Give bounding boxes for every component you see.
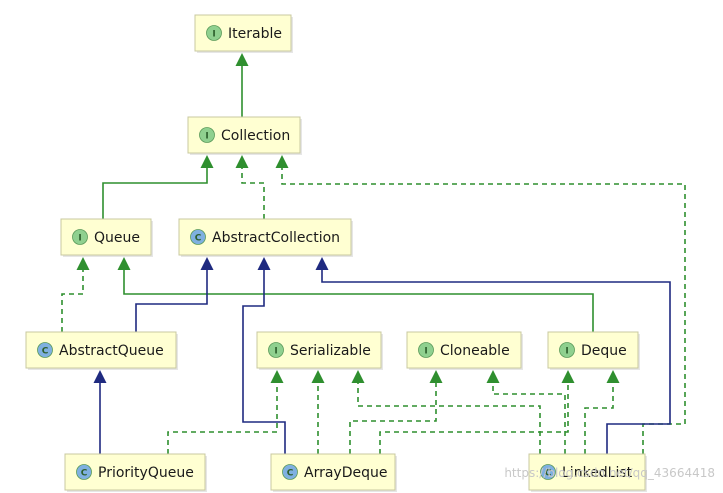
node-cloneable[interactable]: I Cloneable (406, 331, 523, 370)
node-label: Iterable (228, 26, 282, 42)
edge-priorityqueue-to-serializable (167, 370, 284, 454)
node-abstractcollection[interactable]: C AbstractCollection (178, 218, 353, 257)
node-label: LinkedList (562, 465, 633, 481)
badge-letter: I (424, 346, 427, 356)
node-label: Serializable (290, 343, 371, 359)
edge-line (167, 382, 278, 454)
edge-queue-to-collection (102, 155, 214, 219)
interface-icon: I (206, 25, 222, 41)
badge-letter: I (212, 29, 215, 39)
edge-abstractcollection-to-collection (235, 155, 265, 219)
edge-line (281, 167, 686, 454)
node-box (178, 218, 352, 256)
node-arraydeque[interactable]: C ArrayDeque (270, 453, 397, 492)
badge-letter: I (565, 346, 568, 356)
node-label: Deque (581, 343, 627, 359)
edge-line (135, 269, 208, 332)
edge-collection-to-iterable (235, 53, 249, 117)
node-linkedlist[interactable]: C LinkedList (528, 453, 647, 492)
badge-letter: I (78, 233, 81, 243)
arrowhead (311, 370, 325, 383)
node-label: ArrayDeque (304, 465, 387, 481)
edge-line (379, 382, 569, 454)
arrowhead (76, 257, 90, 270)
arrowhead (257, 257, 271, 270)
arrowhead (486, 370, 500, 383)
edge-deque-to-queue (117, 257, 594, 332)
edge-linkedlist-to-abstractcollection (315, 257, 671, 454)
edge-line (321, 269, 671, 454)
badge-letter: C (195, 233, 202, 243)
node-box (256, 331, 382, 369)
edge-line (61, 269, 84, 332)
edges-layer (61, 53, 686, 454)
class-icon: C (282, 464, 298, 480)
edge-line (349, 382, 437, 454)
node-label: Queue (94, 230, 140, 246)
edge-line (242, 269, 286, 454)
interface-icon: I (199, 127, 215, 143)
edge-line (123, 269, 594, 332)
edge-linkedlist-to-cloneable (486, 370, 566, 454)
edge-line (357, 382, 541, 454)
edge-linkedlist-to-serializable (351, 370, 541, 454)
badge-letter: I (205, 131, 208, 141)
interface-icon: I (559, 342, 575, 358)
class-icon: C (76, 464, 92, 480)
edge-arraydeque-to-serializable (311, 370, 325, 454)
arrowhead (270, 370, 284, 383)
edge-arraydeque-to-cloneable (349, 370, 443, 454)
arrowhead (93, 370, 107, 383)
class-icon: C (190, 229, 206, 245)
badge-letter: C (287, 468, 294, 478)
node-queue[interactable]: I Queue (60, 218, 153, 257)
edge-line (102, 167, 208, 219)
interface-icon: I (268, 342, 284, 358)
node-collection[interactable]: I Collection (187, 116, 302, 155)
edge-linkedlist-to-deque (584, 370, 620, 454)
edge-arraydeque-to-abstractcollection (242, 257, 286, 454)
arrowhead (235, 155, 249, 168)
arrowhead (561, 370, 575, 383)
badge-letter: C (81, 468, 88, 478)
arrowhead (235, 53, 249, 66)
watermark: https://blog.csdn.net/qq_43664418 (504, 466, 715, 480)
edge-arraydeque-to-deque (379, 370, 575, 454)
node-label: PriorityQueue (98, 465, 194, 481)
node-serializable[interactable]: I Serializable (256, 331, 383, 370)
class-icon: C (37, 342, 53, 358)
edge-abstractqueue-to-queue (61, 257, 90, 332)
node-deque[interactable]: I Deque (547, 331, 640, 370)
interface-icon: I (418, 342, 434, 358)
node-label: AbstractCollection (212, 230, 340, 246)
node-label: Cloneable (440, 343, 510, 359)
edge-abstractqueue-to-abstractcollection (135, 257, 214, 332)
arrowhead (200, 155, 214, 168)
node-priorityqueue[interactable]: C PriorityQueue (64, 453, 207, 492)
arrowhead (117, 257, 131, 270)
badge-letter: C (545, 468, 552, 478)
node-label: AbstractQueue (59, 343, 164, 359)
node-abstractqueue[interactable]: C AbstractQueue (25, 331, 178, 370)
arrowhead (275, 155, 289, 168)
interface-icon: I (72, 229, 88, 245)
badge-letter: I (274, 346, 277, 356)
edge-line (241, 167, 265, 219)
arrowhead (606, 370, 620, 383)
arrowhead (315, 257, 329, 270)
edge-linkedlist-to-collection (275, 155, 686, 454)
edge-line (584, 382, 614, 454)
node-label: Collection (221, 128, 290, 144)
arrowhead (351, 370, 365, 383)
badge-letter: C (42, 346, 49, 356)
edge-priorityqueue-to-abstractqueue (93, 370, 107, 454)
edge-line (492, 382, 566, 454)
arrowhead (429, 370, 443, 383)
class-icon: C (540, 464, 556, 480)
node-iterable[interactable]: I Iterable (194, 14, 293, 53)
arrowhead (200, 257, 214, 270)
